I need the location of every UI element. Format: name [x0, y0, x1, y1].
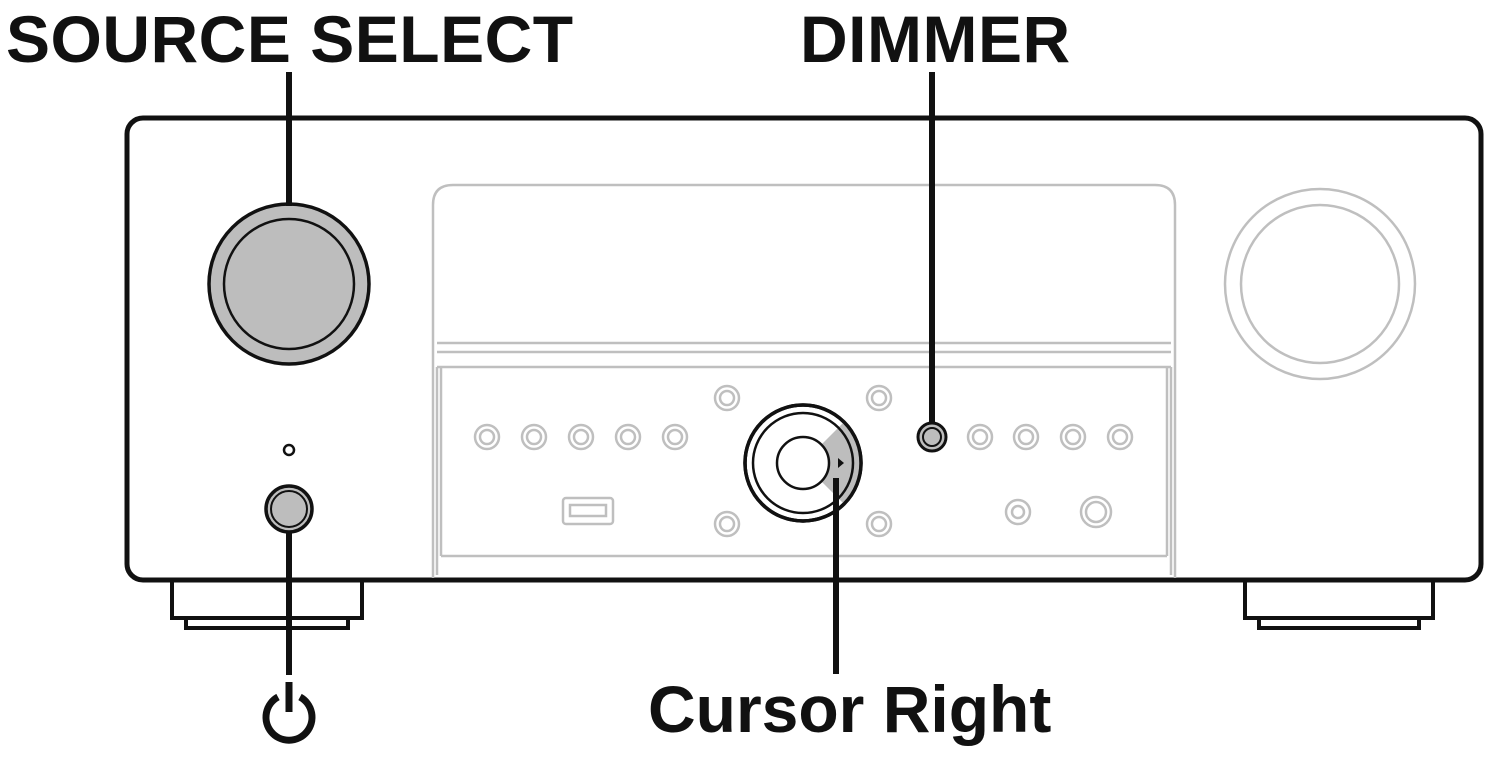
right-foot [1243, 580, 1435, 630]
power-indicator [282, 443, 296, 457]
power-icon [262, 682, 316, 744]
dimmer-button [916, 421, 948, 453]
triangle-right-icon [838, 458, 844, 468]
cursor-right-label: Cursor Right [648, 672, 1052, 746]
headphone-jack-icon [1004, 498, 1032, 526]
cursor-right-segment [803, 422, 861, 504]
right-button-row [966, 423, 1134, 451]
power-button [264, 484, 314, 534]
enter-button [775, 435, 831, 491]
left-foot [170, 580, 364, 630]
setup-mic-jack-icon [1079, 495, 1113, 529]
cursor-pad [743, 403, 863, 523]
display-window [431, 183, 1177, 578]
faded-buttons [473, 384, 1134, 538]
left-button-row [473, 423, 689, 451]
dimmer-label: DIMMER [800, 2, 1071, 76]
corner-buttons [713, 384, 893, 538]
usb-port-icon [561, 496, 615, 526]
source-select-label: SOURCE SELECT [6, 2, 574, 76]
leader-lines [286, 72, 935, 675]
source-select-knob [207, 202, 371, 366]
chassis [124, 115, 1484, 583]
master-volume-knob [1223, 187, 1417, 381]
